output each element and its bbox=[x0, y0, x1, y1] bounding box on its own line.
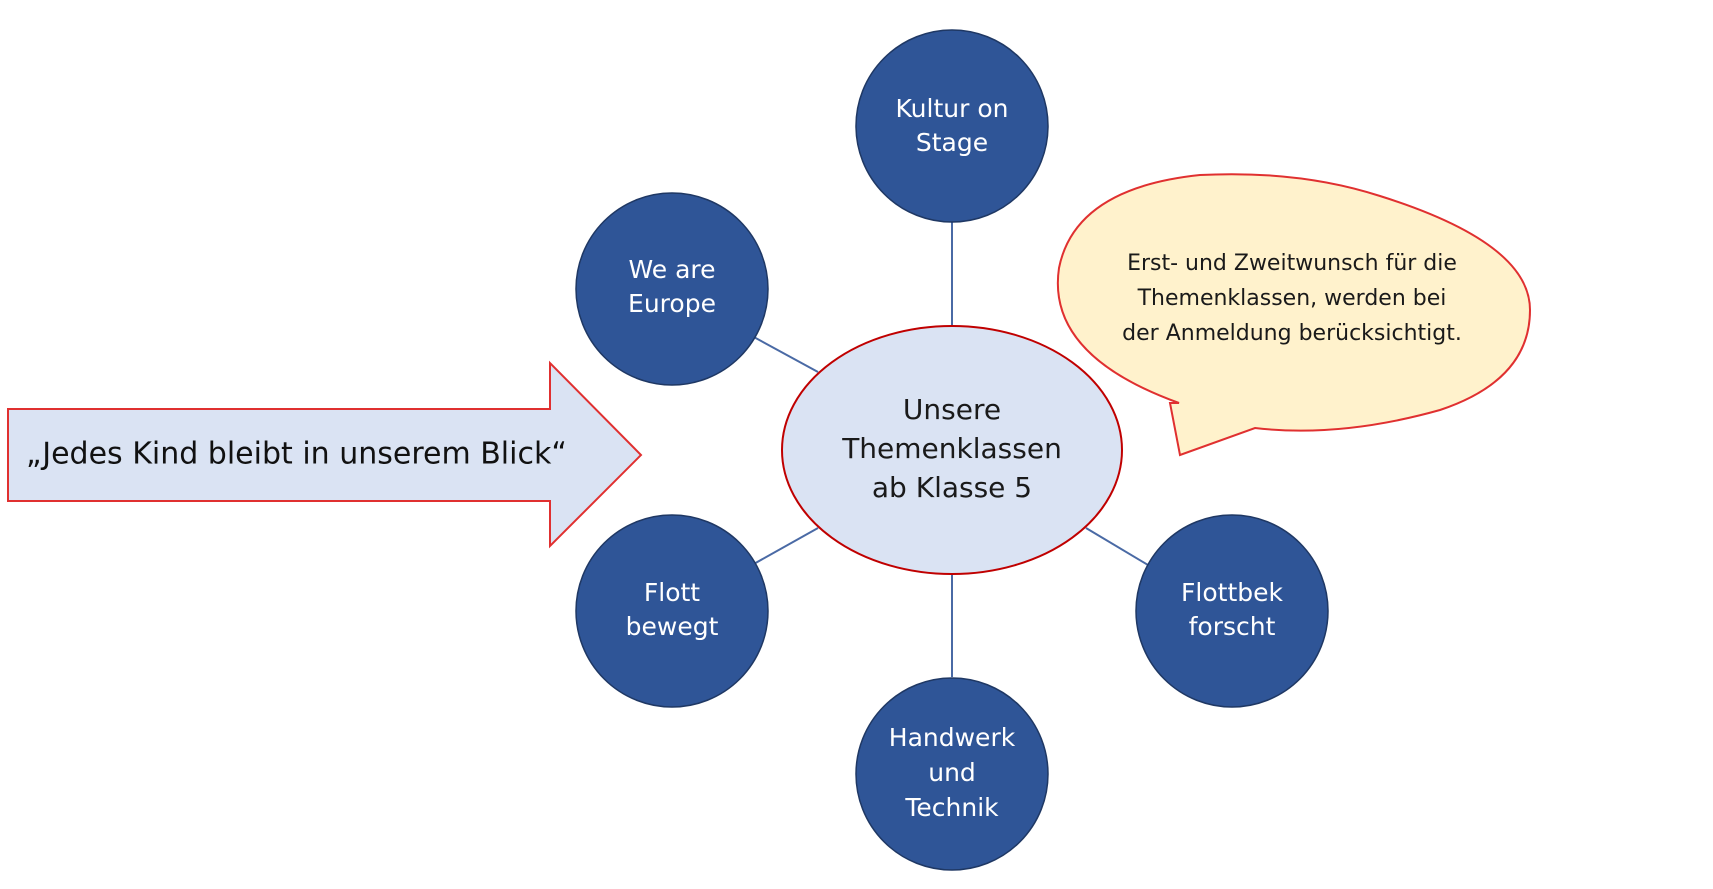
center-node: Unsere Themenklassen ab Klasse 5 bbox=[781, 325, 1123, 575]
topic-flott-bewegt-line-1: Flott bbox=[644, 578, 700, 607]
callout-line-1: Erst- und Zweitwunsch für die bbox=[1127, 251, 1457, 276]
topic-europe-line-1: We are bbox=[628, 255, 715, 284]
topic-handwerk-und-technik: Handwerk und Technik bbox=[855, 677, 1049, 871]
topic-kultur-line-1: Kultur on bbox=[896, 94, 1009, 123]
topic-circle-kultur bbox=[855, 29, 1049, 223]
connectors bbox=[751, 222, 1149, 677]
topic-handwerk-line-2: und bbox=[928, 758, 976, 787]
center-line-1: Unsere bbox=[903, 393, 1001, 426]
topic-we-are-europe: We are Europe bbox=[575, 192, 769, 386]
arrow-shape bbox=[7, 360, 643, 549]
topic-circle-europe bbox=[575, 192, 769, 386]
topic-flottbek-line-2: forscht bbox=[1189, 612, 1276, 641]
connector-flottbek bbox=[1085, 527, 1149, 566]
speech-bubble-shape bbox=[1056, 173, 1532, 457]
topic-handwerk-line-3: Technik bbox=[904, 793, 999, 822]
callout-bubble: Erst- und Zweitwunsch für die Themenklas… bbox=[1056, 173, 1532, 457]
topic-kultur-on-stage: Kultur on Stage bbox=[855, 29, 1049, 223]
topic-flott-bewegt-line-2: bewegt bbox=[626, 612, 719, 641]
topic-circle-flott-bewegt bbox=[575, 514, 769, 708]
topic-europe-line-2: Europe bbox=[628, 289, 716, 318]
topic-flott-bewegt: Flott bewegt bbox=[575, 514, 769, 708]
topic-flottbek-line-1: Flottbek bbox=[1181, 578, 1283, 607]
topic-circle-flottbek bbox=[1135, 514, 1329, 708]
callout-line-2: Themenklassen, werden bei bbox=[1137, 286, 1447, 311]
arrow-text: „Jedes Kind bleibt in unserem Blick“ bbox=[26, 437, 567, 472]
topic-flottbek-forscht: Flottbek forscht bbox=[1135, 514, 1329, 708]
center-line-3: ab Klasse 5 bbox=[872, 471, 1032, 504]
center-ellipse bbox=[781, 325, 1123, 575]
topic-handwerk-line-1: Handwerk bbox=[889, 723, 1016, 752]
center-line-2: Themenklassen bbox=[841, 432, 1062, 465]
topic-circle-handwerk bbox=[855, 677, 1049, 871]
callout-line-3: der Anmeldung berücksichtigt. bbox=[1122, 321, 1462, 346]
topic-kultur-line-2: Stage bbox=[916, 128, 988, 157]
connector-flott-bewegt bbox=[751, 527, 819, 566]
connector-europe bbox=[751, 335, 819, 373]
motto-arrow: „Jedes Kind bleibt in unserem Blick“ bbox=[7, 360, 643, 549]
